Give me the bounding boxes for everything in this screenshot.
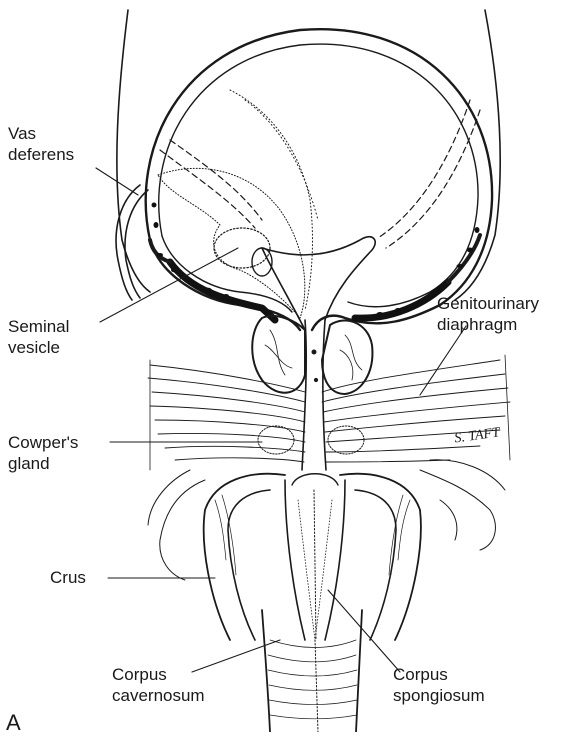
svg-text:S. TAFT: S. TAFT	[453, 425, 501, 446]
artist-signature: S. TAFT	[452, 418, 522, 448]
surrounding-tissue	[148, 460, 505, 580]
label-vas-deferens: Vas deferens	[8, 123, 74, 165]
label-crus: Crus	[50, 567, 86, 588]
genitourinary-diaphragm	[148, 355, 510, 470]
corpus-spongiosum	[285, 474, 345, 640]
leader-genitourinary-diaphragm	[420, 326, 466, 395]
label-genitourinary-diaphragm: Genitourinary diaphragm	[437, 293, 539, 335]
cowpers-glands	[258, 426, 364, 454]
urethra	[302, 320, 326, 470]
crura	[204, 474, 421, 640]
right-ureter-2	[386, 110, 480, 248]
vas-deferens	[116, 185, 148, 300]
bladder	[146, 29, 492, 330]
left-ureter-2	[170, 140, 262, 220]
left-ureter	[160, 150, 255, 228]
label-corpus-cavernosum: Corpus cavernosum	[112, 664, 205, 706]
label-corpus-spongiosum: Corpus spongiosum	[393, 664, 485, 706]
right-ureter	[378, 100, 470, 238]
penile-shaft	[262, 610, 362, 732]
pelvic-wall-left	[117, 10, 150, 292]
label-seminal-vesicle: Seminal vesicle	[8, 316, 69, 358]
pelvic-wall-right	[455, 10, 500, 300]
panel-letter: A	[6, 710, 21, 736]
label-cowpers-gland: Cowper's gland	[8, 432, 78, 474]
